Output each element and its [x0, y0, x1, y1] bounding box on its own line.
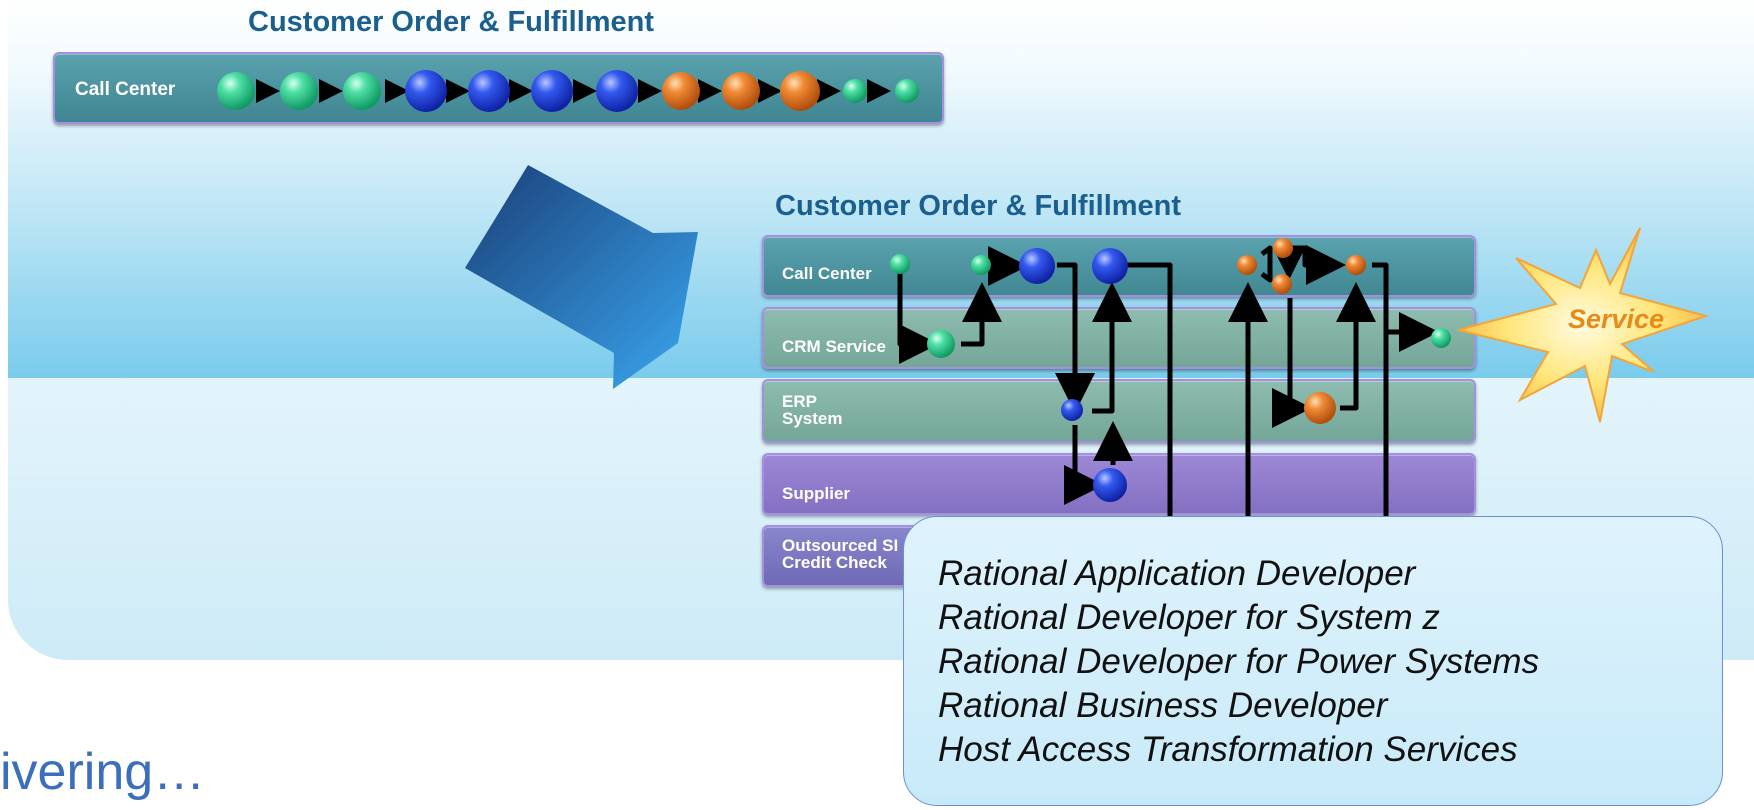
transition-arrow: [465, 165, 698, 389]
top-chain-node: [405, 70, 447, 112]
tools-callout: [903, 516, 1723, 806]
lane-label-erp-system: ERP System: [782, 392, 843, 428]
tool-item: Rational Application Developer: [938, 554, 1416, 593]
top-chain-node: [531, 70, 573, 112]
top-chain-node: [217, 72, 255, 110]
top-chain-node: [280, 72, 318, 110]
top-chain-node: [895, 79, 919, 103]
footer-text: ivering…: [0, 743, 206, 801]
lane-label-call-center: Call Center: [782, 264, 872, 283]
top-chain-node: [780, 71, 820, 111]
top-chain-node: [343, 72, 381, 110]
tools-list: Rational Application Developer Rational …: [938, 552, 1539, 772]
top-chain-node: [843, 79, 867, 103]
lane-label-crm-service: CRM Service: [782, 337, 886, 356]
tool-item: Rational Business Developer: [938, 686, 1388, 725]
top-lane-label: Call Center: [75, 79, 176, 100]
tool-item: Rational Developer for Power Systems: [938, 642, 1540, 681]
top-chain-node: [722, 72, 760, 110]
top-diagram-title: Customer Order & Fulfillment: [248, 6, 655, 38]
tool-item: Host Access Transformation Services: [938, 730, 1518, 769]
process-nodes: [890, 238, 1451, 502]
top-chain-node: [662, 72, 700, 110]
tool-item: Rational Developer for System z: [938, 598, 1440, 637]
lane-label-supplier: Supplier: [782, 484, 851, 503]
service-starburst: [1457, 227, 1710, 423]
process-connectors: [897, 245, 1439, 520]
lane-label-outsourced-credit-check: Outsourced SI Credit Check: [782, 536, 899, 572]
top-chain-node: [596, 70, 638, 112]
top-chain-node: [468, 70, 510, 112]
service-badge-label: Service: [1568, 304, 1665, 334]
bottom-diagram-title: Customer Order & Fulfillment: [775, 190, 1182, 222]
top-chain-nodes: [217, 70, 919, 112]
